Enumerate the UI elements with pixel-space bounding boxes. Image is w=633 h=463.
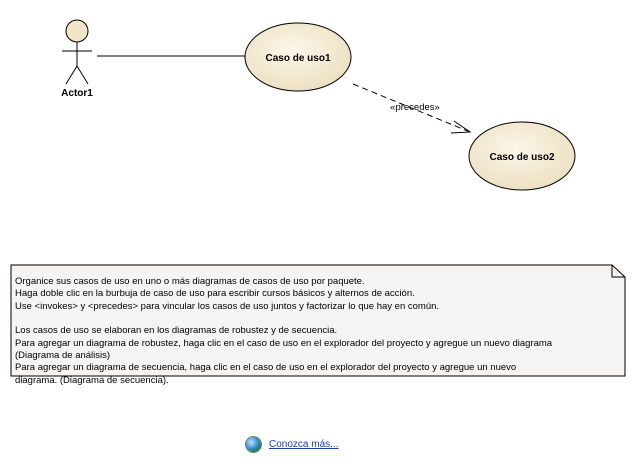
- note-line: (Diagrama de análisis): [15, 350, 111, 362]
- use-case-2[interactable]: Caso de uso2: [468, 121, 576, 191]
- use-case-2-label: Caso de uso2: [489, 152, 554, 163]
- learn-more-label[interactable]: Conozca más...: [269, 438, 339, 450]
- note-line: Los casos de uso se elaboran en los diag…: [15, 325, 338, 337]
- note-line: Use <invokes> y <precedes> para vincular…: [15, 300, 440, 312]
- precedes-label: «precedes»: [390, 102, 440, 113]
- note-line: Para agregar un diagrama de robustez, ha…: [15, 337, 553, 349]
- precedes-dependency[interactable]: [352, 83, 472, 134]
- note-line: Organice sus casos de uso en uno o más d…: [15, 276, 365, 287]
- note-line: diagrama. (Diagrama de secuencia).: [15, 374, 169, 386]
- use-case-1-label: Caso de uso1: [265, 53, 330, 64]
- note-box[interactable]: [10, 264, 626, 377]
- actor-figure[interactable]: [62, 19, 92, 85]
- note-line: Para agregar un diagrama de secuencia, h…: [15, 362, 517, 374]
- note-blank-line: [15, 313, 620, 325]
- note-line: Haga doble clic en la burbuja de caso de…: [15, 288, 415, 300]
- globe-icon: [246, 436, 261, 452]
- note-text: Organice sus casos de uso en uno o más d…: [15, 276, 620, 387]
- use-case-1[interactable]: Caso de uso1: [244, 22, 352, 92]
- learn-more-link[interactable]: Conozca más...: [246, 436, 338, 452]
- actor-label: Actor1: [61, 88, 93, 99]
